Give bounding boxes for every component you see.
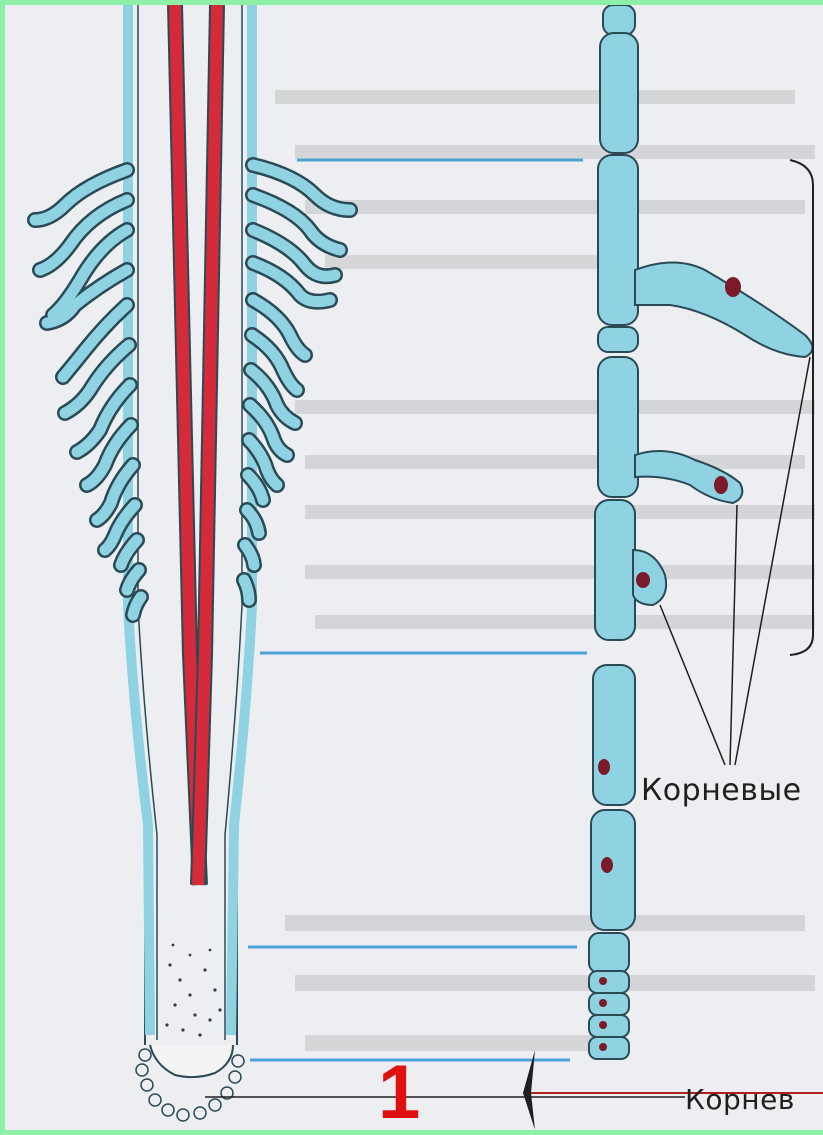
root-hair-mature <box>635 263 813 358</box>
root-cap-label: Корнев <box>685 1083 795 1116</box>
root-tip <box>150 1045 233 1077</box>
meristem-dots <box>165 944 221 1037</box>
diagram-drawing <box>5 5 823 1130</box>
root-section <box>35 5 350 1121</box>
root-hairs-label: Корневые <box>641 773 802 808</box>
answer-marker: 1 <box>378 1055 420 1131</box>
background-texture <box>275 90 815 1051</box>
root-diagram: Корневые Корнев <box>5 5 823 1130</box>
arrow-head <box>523 1050 535 1130</box>
root-hair-leaders <box>660 357 810 765</box>
cell-chain <box>589 5 813 1059</box>
